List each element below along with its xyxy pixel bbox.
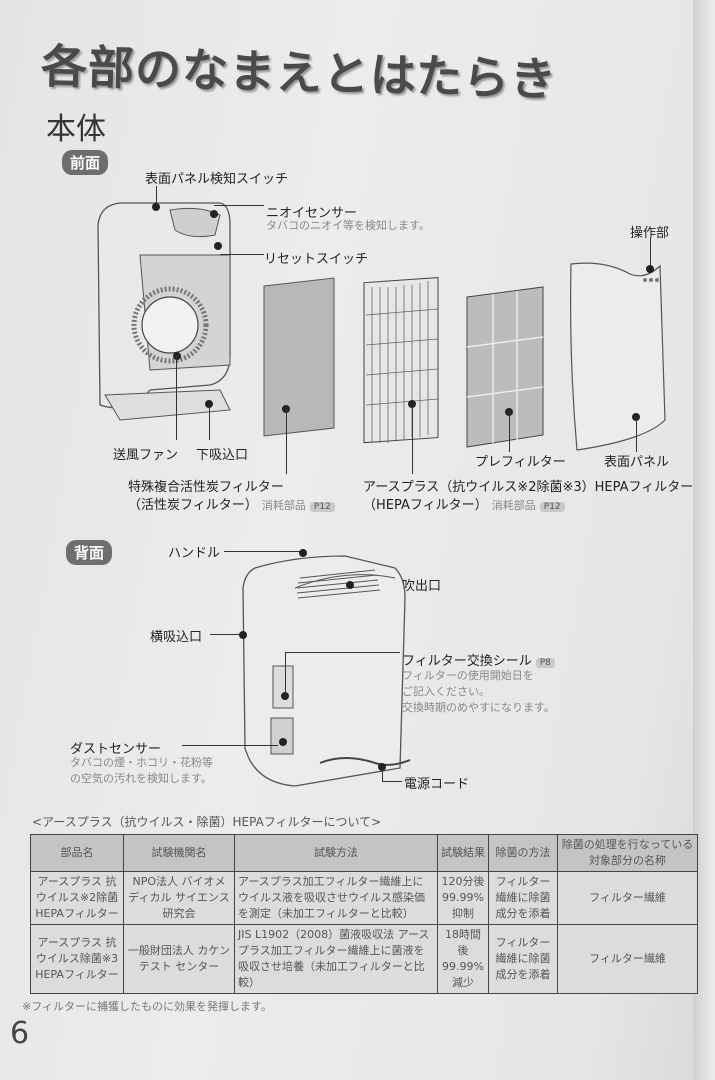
label-side-intake: 横吸込口 bbox=[150, 630, 203, 645]
table-caption: <アースプラス（抗ウイルス・除菌）HEPAフィルターについて> bbox=[32, 815, 382, 829]
filter-seal-note-2: ご記入ください。 bbox=[402, 685, 490, 698]
table-header-row: 部品名 試験機関名 試験方法 試験結果 除菌の方法 除菌の処理を行なっている対象… bbox=[30, 834, 698, 872]
label-fan: 送風ファン bbox=[113, 448, 179, 463]
cell-test-org: NPO法人 バイオメディカル サイエンス研究会 bbox=[123, 871, 235, 925]
header-test-result: 試験結果 bbox=[437, 834, 489, 872]
label-bottom-intake: 下吸込口 bbox=[196, 448, 249, 463]
front-panel-illustration bbox=[570, 262, 666, 451]
page-number: 6 bbox=[10, 1016, 30, 1051]
cell-test-result: 120分後 99.99% 抑制 bbox=[437, 871, 489, 925]
consumable-note: 消耗部品 bbox=[491, 499, 536, 512]
label-panel-switch: 表面パネル検知スイッチ bbox=[145, 172, 289, 187]
odor-sensor-note: タバコのニオイ等を検知します。 bbox=[266, 219, 430, 232]
cell-test-method: アースプラス加工フィルター繊維上にウイルス液を吸収させウイルス感染価を測定（未加… bbox=[234, 871, 438, 925]
header-method: 除菌の方法 bbox=[488, 834, 558, 872]
label-outlet: 吹出口 bbox=[402, 579, 442, 594]
dust-sensor-note-1: タバコの煙・ホコリ・花粉等 bbox=[70, 756, 213, 769]
page-ref-tag: P12 bbox=[309, 502, 335, 512]
table-row: アースプラス 抗ウイルス除菌※3 HEPAフィルター 一般財団法人 カケンテスト… bbox=[30, 924, 698, 994]
header-test-method: 試験方法 bbox=[234, 834, 438, 872]
label-carbon-filter: 特殊複合活性炭フィルター bbox=[128, 480, 284, 495]
page-ref-tag: P12 bbox=[539, 502, 565, 512]
cell-part-name: アースプラス 抗ウイルス※2除菌 HEPAフィルター bbox=[30, 871, 124, 925]
cell-part-name: アースプラス 抗ウイルス除菌※3 HEPAフィルター bbox=[30, 924, 124, 994]
label-handle: ハンドル bbox=[168, 546, 221, 561]
label-power-cord: 電源コード bbox=[404, 777, 470, 792]
purifier-back-illustration bbox=[242, 555, 411, 787]
cell-test-org: 一般財団法人 カケンテスト センター bbox=[123, 924, 235, 994]
hepa-filter-illustration bbox=[363, 277, 439, 444]
cell-method: フィルター繊維に除菌成分を添着 bbox=[488, 924, 558, 994]
consumable-note: 消耗部品 bbox=[261, 499, 306, 512]
table-row: アースプラス 抗ウイルス※2除菌 HEPAフィルター NPO法人 バイオメディカ… bbox=[30, 871, 698, 925]
cell-method: フィルター繊維に除菌成分を添着 bbox=[488, 871, 558, 925]
filter-seal-note-3: 交換時期のめやすになります。 bbox=[402, 701, 555, 714]
label-dust-sensor: ダストセンサー bbox=[70, 742, 162, 757]
page-title: 各部のなまえとはたらき bbox=[40, 38, 558, 107]
header-target: 除菌の処理を行なっている対象部分の名称 bbox=[557, 834, 698, 872]
label-control-panel: 操作部 bbox=[630, 226, 670, 241]
header-test-org: 試験機関名 bbox=[123, 834, 235, 872]
cell-target: フィルター繊維 bbox=[557, 871, 698, 925]
label-reset-switch: リセットスイッチ bbox=[264, 252, 369, 267]
label-pre-filter: プレフィルター bbox=[475, 455, 566, 470]
filter-seal-note-1: フィルターの使用開始日を bbox=[402, 669, 534, 682]
table-footnote: ※フィルターに捕獲したものに効果を発揮します。 bbox=[22, 1000, 272, 1013]
filter-test-table: 部品名 試験機関名 試験方法 試験結果 除菌の方法 除菌の処理を行なっている対象… bbox=[30, 834, 698, 994]
front-badge: 前面 bbox=[62, 150, 109, 175]
cell-test-method: JIS L1902（2008）菌液吸収法 アースプラス加工フィルター繊維上に菌液… bbox=[234, 924, 438, 994]
page-edge bbox=[693, 0, 715, 1080]
label-hepa-filter: アースプラス（抗ウイルス※2除菌※3）HEPAフィルター bbox=[363, 480, 694, 495]
header-part-name: 部品名 bbox=[30, 834, 124, 872]
page-ref-tag: P8 bbox=[535, 658, 555, 668]
dust-sensor-note-2: の空気の汚れを検知します。 bbox=[70, 772, 212, 785]
purifier-front-illustration bbox=[97, 202, 231, 421]
back-badge: 背面 bbox=[66, 540, 113, 565]
cell-target: フィルター繊維 bbox=[557, 924, 698, 994]
cell-test-result: 18時間後 99.99% 減少 bbox=[437, 924, 489, 994]
label-front-panel: 表面パネル bbox=[604, 455, 670, 470]
section-title: 本体 bbox=[46, 112, 106, 147]
label-odor-sensor: ニオイセンサー bbox=[266, 206, 358, 221]
pre-filter-illustration bbox=[466, 286, 544, 448]
carbon-filter-illustration bbox=[263, 277, 335, 437]
